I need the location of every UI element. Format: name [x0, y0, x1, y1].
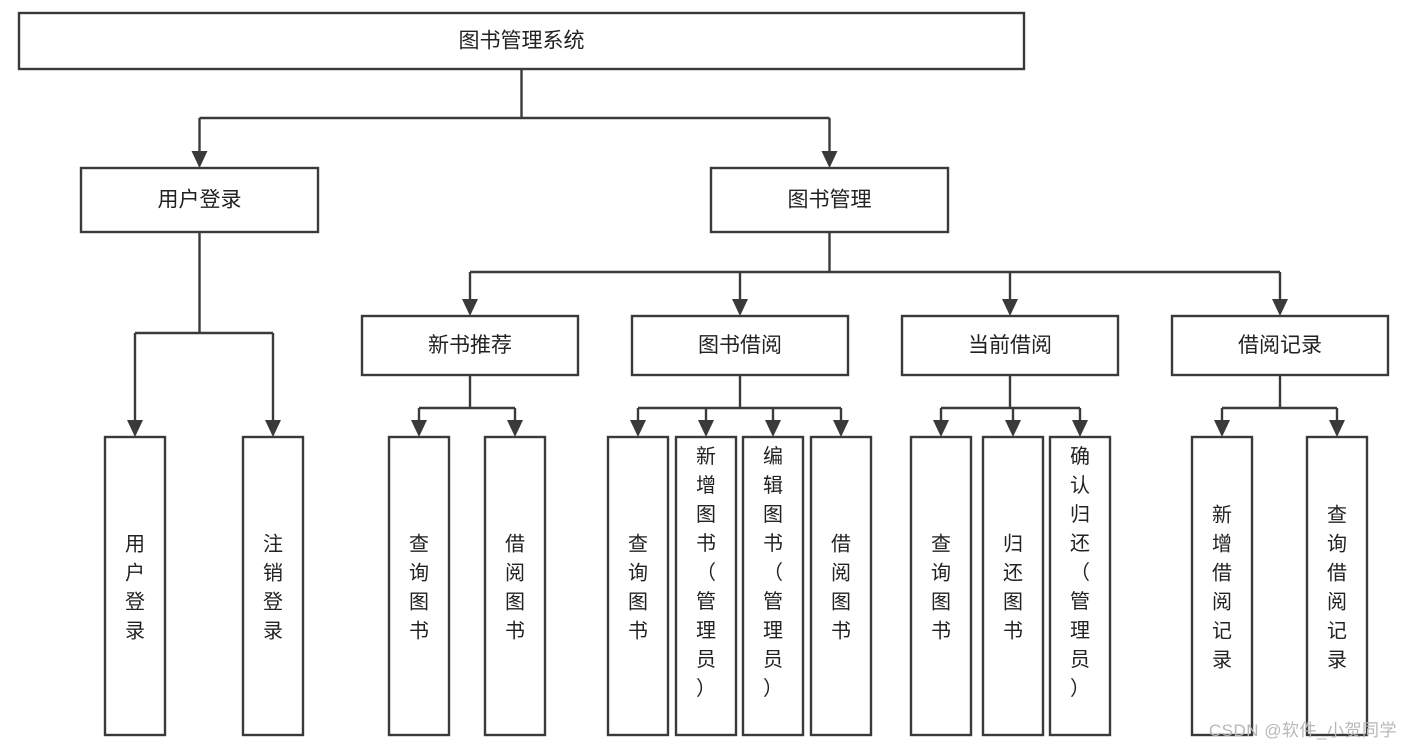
leaf-node-6-rect — [674, 435, 738, 737]
leaf-node-9[interactable]: 查询图书 — [909, 435, 973, 737]
leaf-node-10-rect — [981, 435, 1045, 737]
level2-node-2[interactable]: 图书管理 — [709, 166, 950, 234]
leaf-node-11-rect — [1048, 435, 1112, 737]
leaf-node-12[interactable]: 新增借阅记录 — [1190, 435, 1254, 737]
leaf-drop-3-0-arrowhead — [933, 420, 949, 437]
level3-node-2-label: 图书借阅 — [698, 334, 782, 357]
leaf-node-5-rect — [606, 435, 670, 737]
node-boxes: 图书管理系统用户登录图书管理新书推荐图书借阅当前借阅借阅记录用户登录注销登录查询… — [17, 11, 1390, 737]
leaf-node-9-rect — [909, 435, 973, 737]
leaf-node-1-label: 用户登录 — [125, 534, 145, 643]
leaf-node-2-rect — [241, 435, 305, 737]
level3-node-1[interactable]: 新书推荐 — [360, 314, 580, 377]
leaf-drop-3-2-arrowhead — [1072, 420, 1088, 437]
level3-node-1-label: 新书推荐 — [428, 334, 512, 357]
level3-node-3-label: 当前借阅 — [968, 334, 1052, 357]
leaf-node-8-rect — [809, 435, 873, 737]
leaf-node-7-label: 编辑图书（管理员） — [763, 445, 783, 700]
leaf-node-2-label: 注销登录 — [263, 533, 283, 643]
leaf-drop-3-1-arrowhead — [1005, 420, 1021, 437]
leaf-node-1[interactable]: 用户登录 — [103, 435, 167, 737]
root-node-book-management-system[interactable]: 图书管理系统 — [17, 11, 1026, 71]
leaf-drop-1-1-arrowhead — [507, 420, 523, 437]
leaf-drop-2-0-arrowhead — [630, 420, 646, 437]
leaf-drop-4-0-arrowhead — [1214, 420, 1230, 437]
level3-drop-3-arrowhead — [1272, 299, 1288, 316]
level3-node-2-rect — [630, 314, 850, 377]
leaf-node-8[interactable]: 借阅图书 — [809, 435, 873, 737]
level2-node-1-rect — [79, 166, 320, 234]
leaf-node-11-label: 确认归还（管理员） — [1070, 445, 1090, 700]
leaf-node-12-rect — [1190, 435, 1254, 737]
leaf-node-4-label: 借阅图书 — [505, 533, 525, 643]
leaf-node-8-label: 借阅图书 — [831, 533, 851, 643]
level3-node-4-label: 借阅记录 — [1238, 334, 1322, 357]
leaf-node-10[interactable]: 归还图书 — [981, 435, 1045, 737]
leaf-drop-2-1-arrowhead — [698, 420, 714, 437]
leaf-drop-1-0-arrowhead — [411, 420, 427, 437]
level3-node-3[interactable]: 当前借阅 — [900, 314, 1120, 377]
root-node-book-management-system-rect — [17, 11, 1026, 71]
leaf-node-1-rect — [103, 435, 167, 737]
level2-drop-0-arrowhead — [191, 151, 208, 168]
level2-node-2-label: 图书管理 — [788, 189, 872, 212]
leaf-node-4[interactable]: 借阅图书 — [483, 435, 547, 737]
level3-node-4-rect — [1170, 314, 1390, 377]
level2-node-2-rect — [709, 166, 950, 234]
leaf-node-13[interactable]: 查询借阅记录 — [1305, 435, 1369, 737]
leaf-node-7-rect — [741, 435, 805, 737]
level2-drop-1-arrowhead — [821, 151, 838, 168]
level2-node-1-label: 用户登录 — [158, 189, 242, 212]
level2-node-1[interactable]: 用户登录 — [79, 166, 320, 234]
leaf-node-2[interactable]: 注销登录 — [241, 435, 305, 737]
leaf-node-7[interactable]: 编辑图书（管理员） — [741, 435, 805, 737]
leaf-node-6[interactable]: 新增图书（管理员） — [674, 435, 738, 737]
leaf-node-13-rect — [1305, 435, 1369, 737]
leaf-node-5-label: 查询图书 — [628, 533, 648, 643]
level3-node-1-rect — [360, 314, 580, 377]
connector-lines — [127, 69, 1345, 437]
level3-drop-1-arrowhead — [732, 299, 748, 316]
leaf-drop-2-3-arrowhead — [833, 420, 849, 437]
leaf-node-3-label: 查询图书 — [409, 533, 429, 643]
leaf-node-9-label: 查询图书 — [931, 533, 951, 643]
root-node-book-management-system-label: 图书管理系统 — [459, 30, 585, 53]
leaf-drop-2-2-arrowhead — [765, 420, 781, 437]
leaf-drop-0-1-arrowhead — [265, 420, 281, 437]
leaf-node-11[interactable]: 确认归还（管理员） — [1048, 435, 1112, 737]
leaf-node-12-label: 新增借阅记录 — [1212, 504, 1232, 672]
leaf-node-3-rect — [387, 435, 451, 737]
level3-node-2[interactable]: 图书借阅 — [630, 314, 850, 377]
level3-node-4[interactable]: 借阅记录 — [1170, 314, 1390, 377]
leaf-node-5[interactable]: 查询图书 — [606, 435, 670, 737]
level3-node-3-rect — [900, 314, 1120, 377]
leaf-node-6-label: 新增图书（管理员） — [696, 445, 716, 700]
leaf-node-4-rect — [483, 435, 547, 737]
leaf-drop-0-0-arrowhead — [127, 420, 143, 437]
leaf-node-10-label: 归还图书 — [1003, 533, 1023, 643]
level3-drop-2-arrowhead — [1002, 299, 1018, 316]
leaf-node-3[interactable]: 查询图书 — [387, 435, 451, 737]
level3-drop-0-arrowhead — [462, 299, 478, 316]
leaf-node-13-label: 查询借阅记录 — [1327, 504, 1347, 672]
leaf-drop-4-1-arrowhead — [1329, 420, 1345, 437]
